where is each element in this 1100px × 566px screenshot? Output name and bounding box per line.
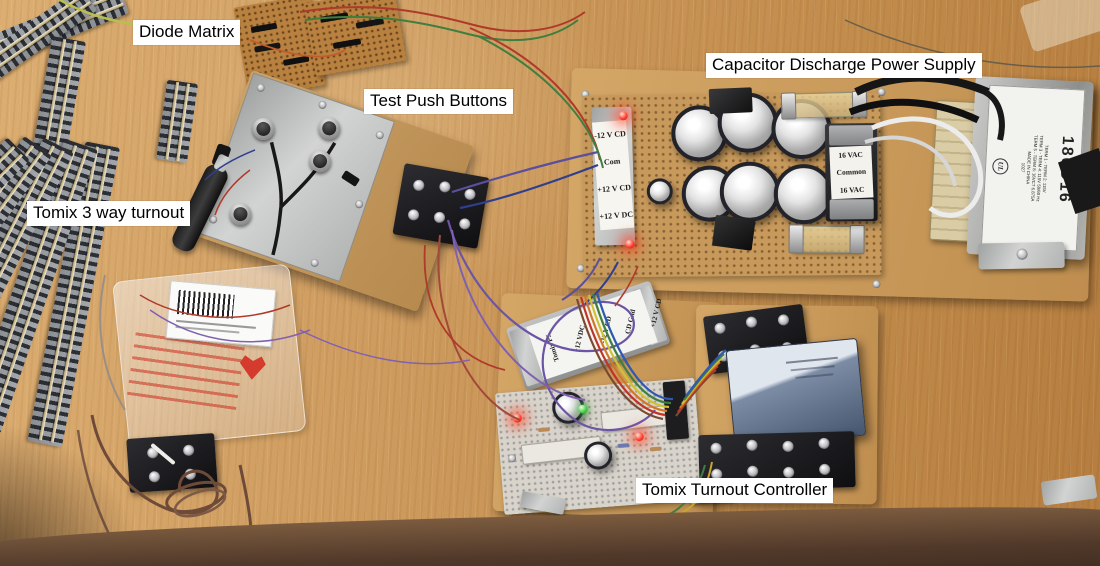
led	[578, 404, 588, 414]
bag-label	[165, 280, 277, 348]
clamp	[828, 125, 874, 146]
screw	[783, 466, 795, 478]
output-terminal-strip: -12 V CD Com +12 V CD +12 V DC	[591, 106, 635, 246]
annotation-tomix-turnout-controller: Tomix Turnout Controller	[636, 478, 834, 504]
ul-mark: UL	[991, 157, 1009, 175]
resistor	[649, 446, 662, 452]
led	[634, 431, 645, 442]
push-button-box	[195, 70, 475, 312]
vac-label: 16 VAC	[838, 149, 864, 161]
screw	[746, 439, 758, 451]
led	[512, 413, 523, 424]
terminal-label: Com	[603, 156, 621, 167]
track-diagram-lines	[269, 141, 337, 256]
controller-terminal-label: -12 V CD	[598, 315, 613, 345]
terminal-label: +12 V CD	[597, 182, 632, 195]
barcode	[176, 290, 235, 319]
clamp	[829, 199, 874, 220]
screw	[747, 465, 759, 477]
screw	[713, 322, 727, 335]
resistor	[537, 427, 551, 433]
heatsink	[708, 87, 753, 115]
screw	[182, 444, 195, 457]
heatsink	[711, 214, 756, 251]
screw	[745, 315, 758, 329]
controller-terminal-label: CD Gnd	[623, 308, 638, 335]
input-terminal-block: 16 VAC Common 16 VAC	[824, 123, 878, 222]
terminal-label: +12 V DC	[599, 209, 634, 222]
screw	[819, 463, 831, 476]
vac-label-card: 16 VAC Common 16 VAC	[829, 145, 874, 200]
screw	[407, 208, 420, 222]
annotation-diode-matrix: Diode Matrix	[133, 20, 241, 46]
capacitor	[583, 440, 614, 471]
screw	[148, 470, 161, 483]
screw	[782, 440, 794, 452]
screw	[438, 180, 452, 194]
screw	[412, 178, 426, 192]
screw	[777, 313, 790, 327]
relay-print-line	[785, 356, 838, 364]
screw	[710, 442, 722, 454]
annotation-cd-power-supply: Capacitor Discharge Power Supply	[706, 53, 982, 79]
fuse-holder	[790, 225, 863, 254]
terminal-label-card: -12 V CD Com +12 V CD +12 V DC	[591, 119, 635, 231]
screw	[507, 453, 517, 463]
label-text-line	[175, 325, 240, 334]
relay-print-line	[790, 365, 835, 372]
screw	[818, 437, 830, 450]
fuse-holder	[782, 91, 866, 119]
idc-connector	[662, 380, 690, 441]
relay-print-line	[795, 373, 834, 379]
resistor	[617, 443, 630, 448]
terminal-block-3pos	[392, 163, 490, 249]
screw	[184, 468, 197, 481]
controller-terminal-label: Tomix PS	[544, 332, 561, 363]
terminal-label: -12 V CD	[593, 129, 627, 141]
annotation-test-push-buttons: Test Push Buttons	[364, 89, 514, 115]
annotation-tomix-3way-turnout: Tomix 3 way turnout	[27, 201, 191, 227]
vac-label: Common	[836, 167, 867, 178]
vac-label: 16 VAC	[839, 184, 865, 195]
screw	[433, 211, 446, 224]
screw	[463, 187, 477, 201]
screw	[458, 217, 472, 231]
controller-terminal-label: +12 VDC	[572, 324, 587, 354]
